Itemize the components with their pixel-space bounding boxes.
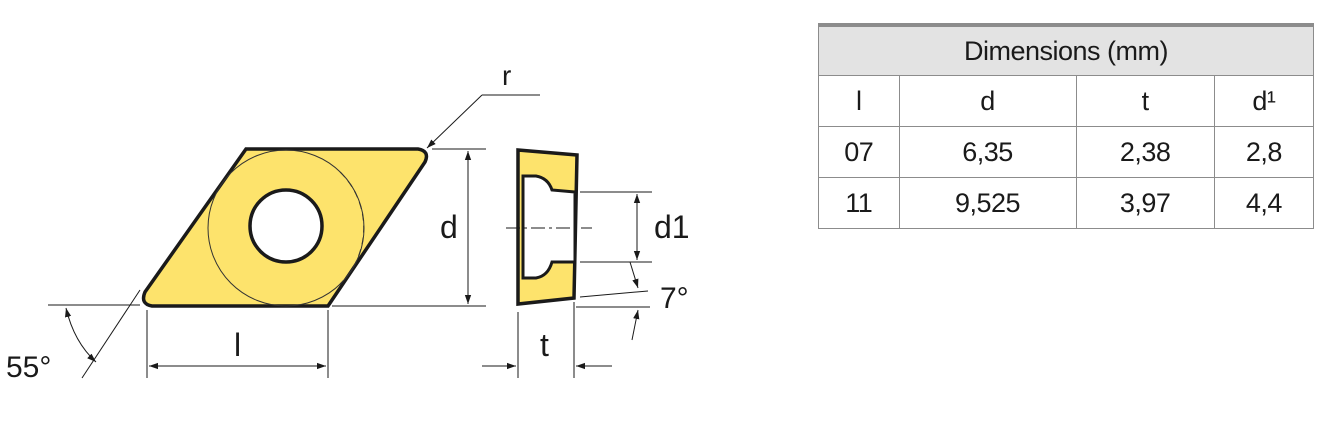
- nose-angle-dimension: 55°: [6, 289, 141, 384]
- clearance-angle-label: 7°: [660, 282, 689, 315]
- cell-l: 11: [818, 177, 900, 229]
- table-title: Dimensions (mm): [818, 23, 1314, 76]
- column-header-d1: d¹: [1213, 75, 1315, 127]
- insert-technical-drawing: r d l 55° d1 7°: [6, 60, 690, 384]
- clearance-angle-dimension: 7°: [576, 261, 689, 341]
- d1-dimension: d1: [580, 191, 690, 263]
- table-row: 11 9,525 3,97 4,4: [818, 177, 1315, 229]
- table-row: 07 6,35 2,38 2,8: [818, 126, 1315, 178]
- side-hole-section: [521, 174, 577, 280]
- cell-d: 9,525: [898, 177, 1077, 229]
- radius-callout: r: [426, 60, 540, 149]
- cell-t: 3,97: [1075, 177, 1215, 229]
- l-label: l: [234, 327, 241, 363]
- l-dimension: l: [146, 310, 329, 378]
- d1-label: d1: [654, 209, 690, 245]
- radius-label: r: [502, 60, 511, 91]
- cell-l: 07: [818, 126, 900, 178]
- t-label: t: [540, 327, 549, 363]
- insert-side-view: [506, 148, 592, 306]
- recess-dashed-arc: [339, 171, 365, 285]
- insert-top-view: [141, 147, 429, 308]
- cell-d: 6,35: [898, 126, 1077, 178]
- column-header-t: t: [1075, 75, 1215, 127]
- table-header-row: l d t d¹: [818, 75, 1315, 127]
- cell-t: 2,38: [1075, 126, 1215, 178]
- dimensions-table: Dimensions (mm) l d t d¹ 07 6,35 2,38 2,…: [818, 23, 1315, 229]
- t-dimension: t: [482, 302, 612, 378]
- table-title-row: Dimensions (mm): [818, 23, 1314, 76]
- d-label: d: [440, 209, 458, 245]
- nose-angle-label: 55°: [6, 351, 51, 384]
- column-header-d: d: [898, 75, 1077, 127]
- cell-d1: 2,8: [1213, 126, 1315, 178]
- cell-d1: 4,4: [1213, 177, 1315, 229]
- column-header-l: l: [818, 75, 900, 127]
- center-hole: [248, 188, 324, 264]
- d-dimension: d: [332, 148, 486, 307]
